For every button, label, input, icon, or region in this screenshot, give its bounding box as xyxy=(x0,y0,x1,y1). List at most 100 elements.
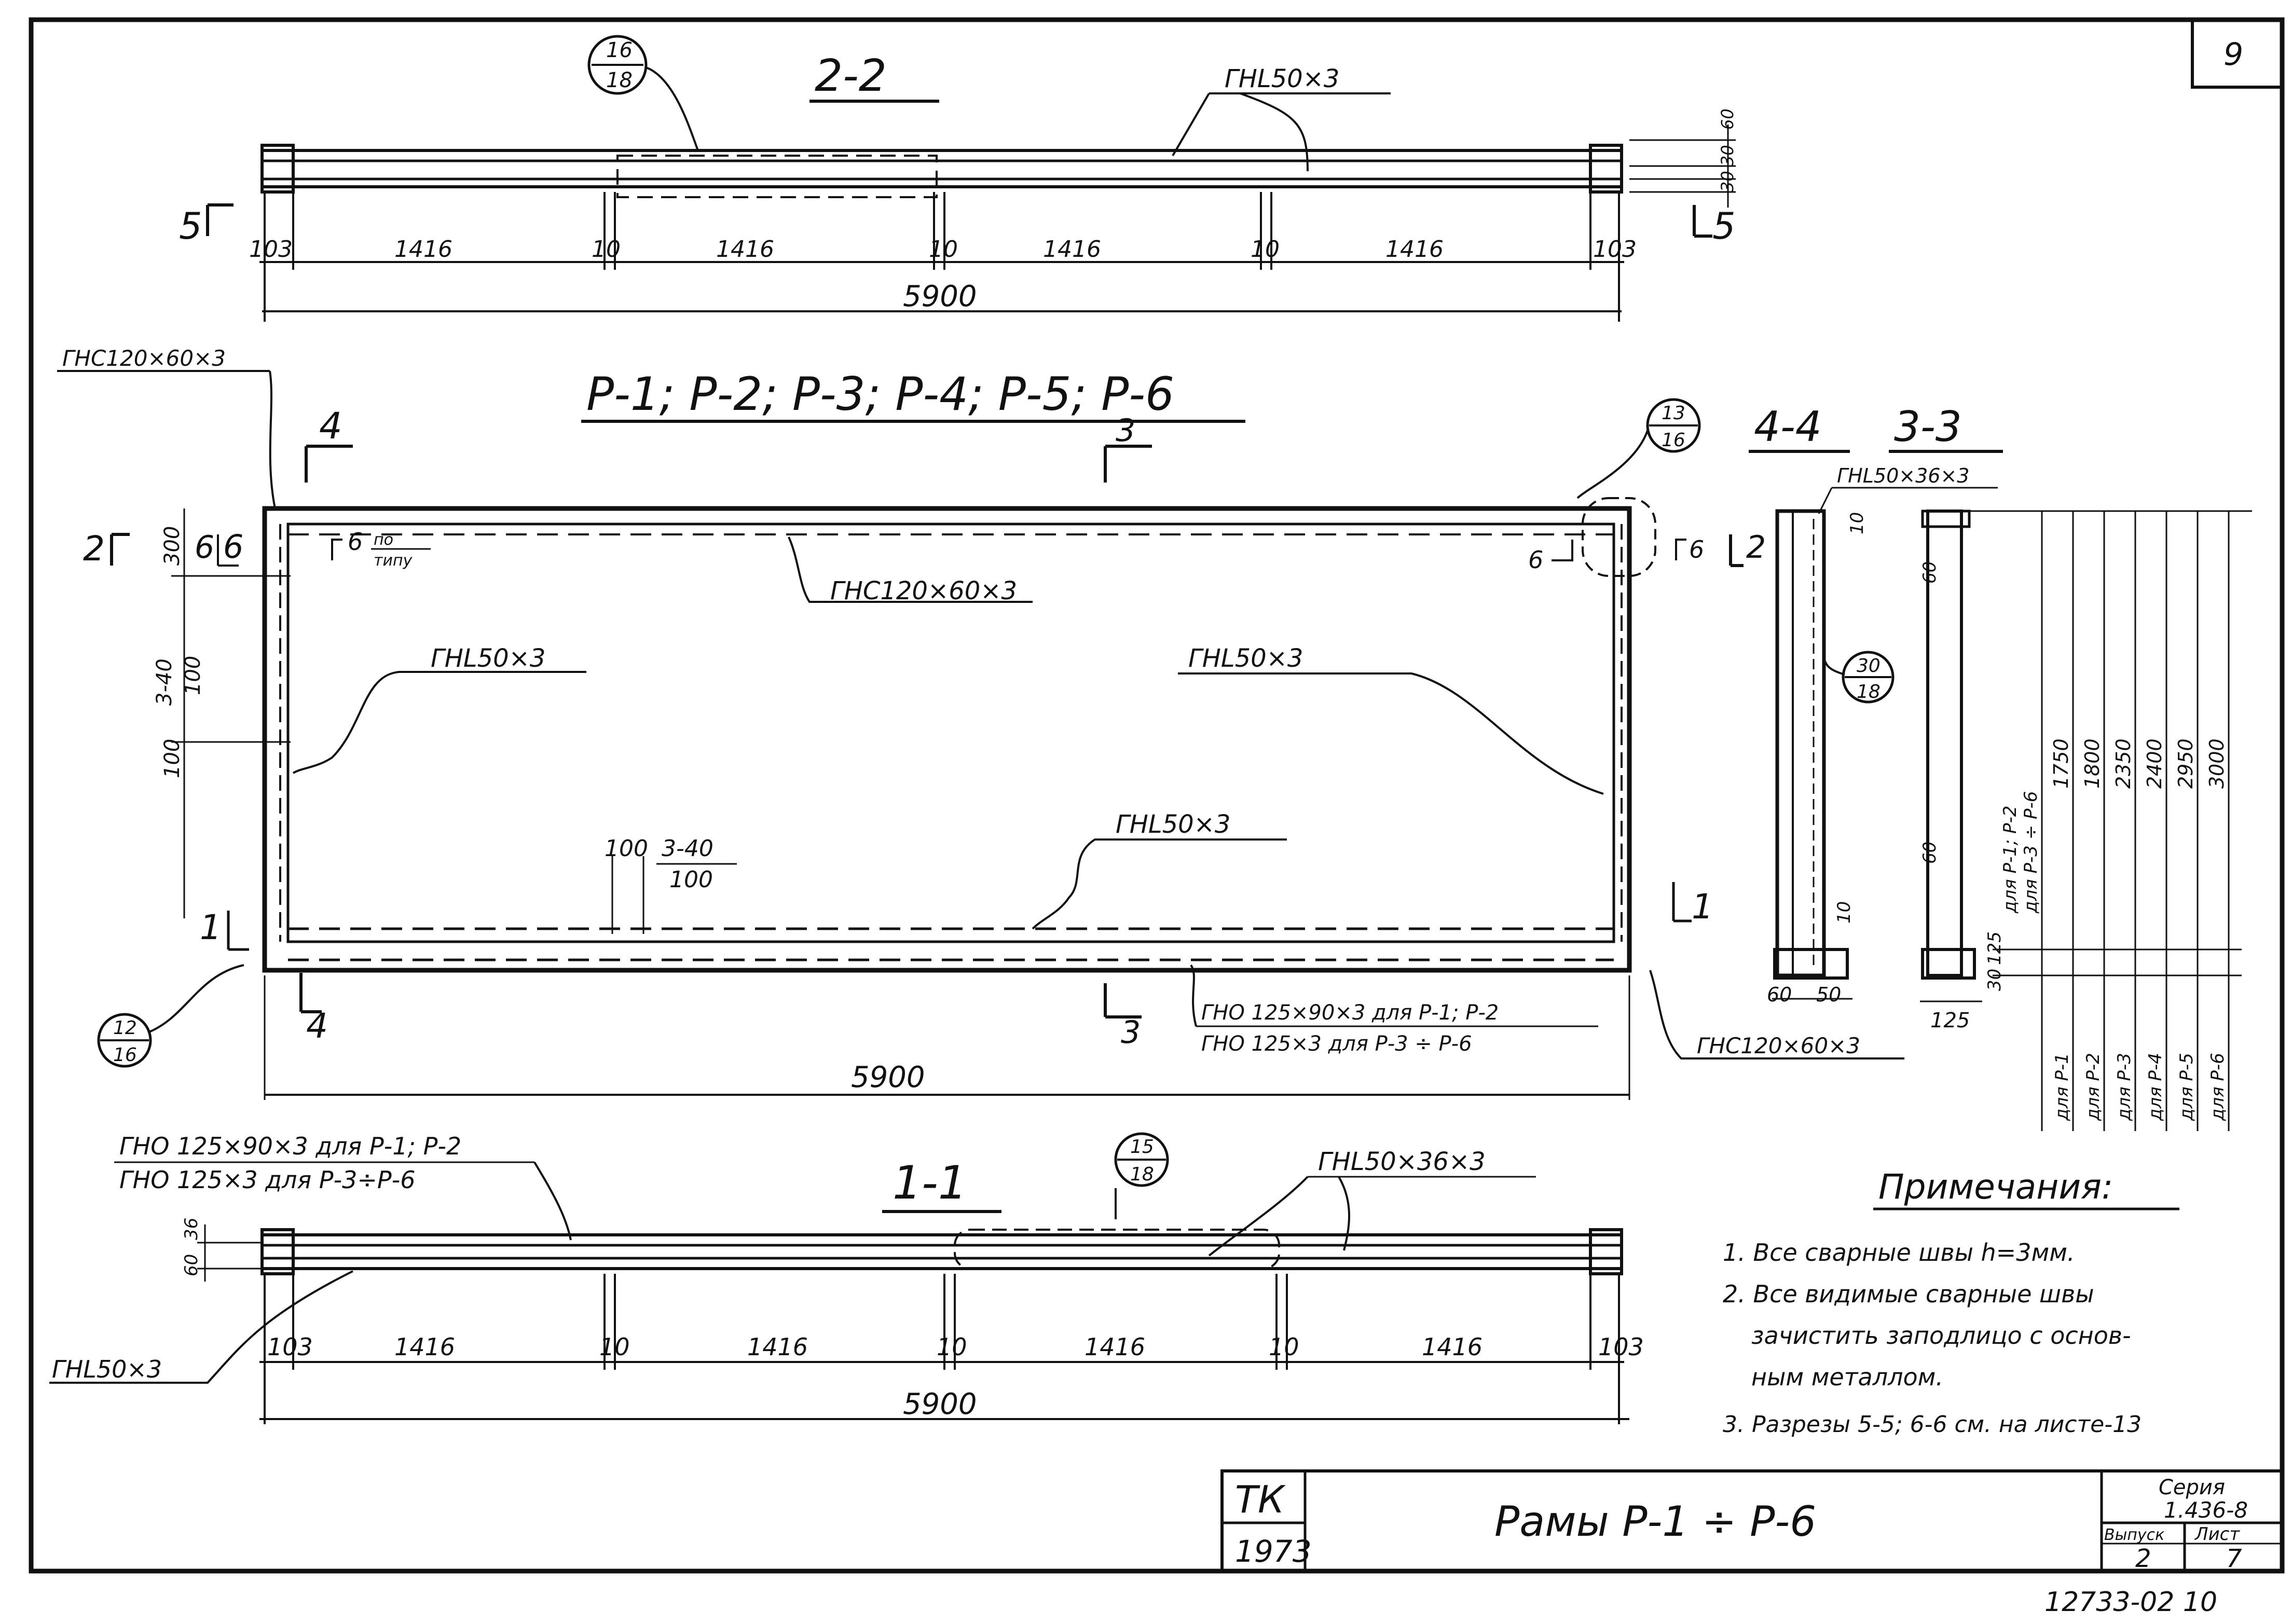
section-1-1: 1-1 15 18 ГНО 125×90×3 для Р-1; Р-2 ГНО … xyxy=(49,1132,1644,1424)
dim-100-b: 100 xyxy=(160,739,184,778)
issue-value: 2 xyxy=(2135,1544,2151,1573)
callout-15-18-circle xyxy=(1114,1132,1169,1187)
left-profile-leader xyxy=(49,1270,353,1384)
section-2-2-title: 2-2 xyxy=(815,50,887,102)
top-left-line-2: ГНО 125×3 для Р-3÷Р-6 xyxy=(119,1166,416,1194)
beam-end-right xyxy=(1589,144,1623,194)
frame-label-p5: для Р-5 xyxy=(2176,1053,2197,1121)
weld-6-right-inner: 6 xyxy=(1528,546,1543,574)
callout-leader xyxy=(1823,658,1845,676)
right-diag-profile: ГНL50×3 xyxy=(1188,644,1303,673)
dim-30-vert-b: 30 xyxy=(1718,171,1737,192)
section-4-4-title: 4-4 xyxy=(1754,403,1822,451)
series-label: Серия xyxy=(2159,1476,2225,1499)
bottom-chord-leader xyxy=(1190,964,1197,1027)
cut-2-left-label: 2 xyxy=(83,529,105,569)
range-label-1: для Р-1; Р-2 xyxy=(2000,805,2021,914)
right-dims-2-2: 60 30 30 xyxy=(1629,108,1737,208)
dim-ticks-2-2 xyxy=(264,192,1620,322)
dim-10-4-4: 10 xyxy=(1834,901,1855,924)
cut-5-right-mark xyxy=(1693,205,1712,238)
top-left-profile-leader xyxy=(269,370,276,509)
dim-3-40: 3-40 xyxy=(153,658,176,706)
mid-fraction-top: 3-40 xyxy=(662,835,713,862)
section-2-2-profile: ГНL50×3 xyxy=(1225,64,1339,93)
dim-1416-b: 1416 xyxy=(716,236,774,263)
callout-18: 18 xyxy=(606,68,633,92)
bottom-chord-line-1: ГНО 125×90×3 для Р-1; Р-2 xyxy=(1201,1001,1499,1025)
cut-5-left-label: 5 xyxy=(179,205,202,247)
mid-fraction-bottom: 100 xyxy=(669,866,713,893)
dim-10-b: 10 xyxy=(937,1333,967,1361)
dim-1416-d: 1416 xyxy=(1385,236,1444,263)
callout-leader xyxy=(646,66,699,151)
section-2-2: 2-2 16 18 ГНL50×3 5 5 xyxy=(179,35,1737,322)
note-1: 1. Все сварные швы h=3мм. xyxy=(1723,1238,2075,1267)
dim-1416-d: 1416 xyxy=(1422,1333,1483,1361)
top-left-profile: ГНС120×60×3 xyxy=(62,346,226,371)
height-2400: 2400 xyxy=(2143,738,2166,789)
section-3-3-title: 3-3 xyxy=(1894,403,1962,451)
section-2-2-beam xyxy=(260,149,1623,188)
callout-16: 16 xyxy=(1662,430,1685,451)
weld-6-left-outer: 6 xyxy=(195,529,214,566)
weld-6-left-side: 6 xyxy=(223,528,243,566)
dim-125-vert: 125 xyxy=(1984,931,2005,965)
cut-3-top-mark xyxy=(1104,445,1152,483)
frame-label-p6: для Р-6 xyxy=(2207,1053,2228,1121)
beam-end-left xyxy=(260,144,295,194)
top-left-leader xyxy=(533,1161,572,1241)
cut-2-left-mark xyxy=(110,533,130,566)
profile-leader-2 xyxy=(1338,1176,1350,1251)
weld-note-tipu: типу xyxy=(374,552,413,570)
bottom-profile-leader xyxy=(1032,838,1287,930)
note-3: 3. Разрезы 5-5; 6-6 см. на листе-13 xyxy=(1723,1411,2142,1438)
cut-2-right-label: 2 xyxy=(1746,529,1766,566)
notes-block: Примечания: 1. Все сварные швы h=3мм. 2.… xyxy=(1723,1167,2179,1438)
dim-103-left: 103 xyxy=(267,1333,313,1361)
callout-15: 15 xyxy=(1130,1136,1154,1158)
series-value: 1.436-8 xyxy=(2164,1497,2248,1523)
dim-10-a: 10 xyxy=(592,236,621,263)
dim-10-c: 10 xyxy=(1269,1333,1299,1361)
left-profile: ГНL50×3 xyxy=(52,1355,162,1383)
height-1800: 1800 xyxy=(2081,738,2104,789)
drawing-title: Рамы Р-1 ÷ Р-6 xyxy=(1494,1497,1816,1546)
callout-13: 13 xyxy=(1662,403,1685,424)
issue-label: Выпуск xyxy=(2104,1526,2164,1544)
bottom-right-leader xyxy=(1649,970,1904,1059)
note-2-cont-a: зачистить заподлицо с основ- xyxy=(1751,1322,2131,1350)
bottom-right-profile: ГНС120×60×3 xyxy=(1697,1033,1860,1058)
profile-leader-2 xyxy=(1240,92,1309,172)
section-3-3-profile: ГНL50×36×3 xyxy=(1837,464,1969,487)
cut-1-right-mark xyxy=(1672,882,1692,923)
beam-end-left xyxy=(260,1228,295,1275)
dim-103-right: 103 xyxy=(1598,1333,1644,1361)
callout-30-18-circle xyxy=(1842,651,1895,704)
cut-5-left-mark xyxy=(206,203,234,236)
cut-1-left-mark xyxy=(227,911,249,951)
detail-outline-dashed xyxy=(616,155,938,198)
height-2350: 2350 xyxy=(2112,738,2135,789)
cut-4-bottom-label: 4 xyxy=(306,1006,328,1046)
left-diag-leader xyxy=(292,671,586,774)
profile-leader-1 xyxy=(1172,92,1210,157)
range-label-2: для Р-3 ÷ Р-6 xyxy=(2021,791,2041,914)
dim-1416-c: 1416 xyxy=(1085,1333,1145,1361)
dim-103-right: 103 xyxy=(1593,236,1637,263)
callout-12: 12 xyxy=(113,1017,137,1039)
frame-label-p1: для Р-1 xyxy=(2052,1053,2073,1121)
post-cap-3-3 xyxy=(1921,510,1971,528)
overall-5900-1-1: 5900 xyxy=(903,1387,977,1421)
section-1-1-beam xyxy=(260,1233,1623,1270)
callout-30: 30 xyxy=(1857,655,1881,677)
callout-13-16-circle xyxy=(1646,398,1701,453)
height-1750: 1750 xyxy=(2050,738,2073,789)
dim-10-b: 10 xyxy=(929,236,958,263)
post-base-4-4 xyxy=(1773,948,1849,980)
dim-60-3-3-top: 60 xyxy=(1919,561,1940,584)
callout-leader xyxy=(1576,430,1649,499)
callout-leader xyxy=(147,964,244,1034)
weld-symbol-left xyxy=(331,539,342,560)
